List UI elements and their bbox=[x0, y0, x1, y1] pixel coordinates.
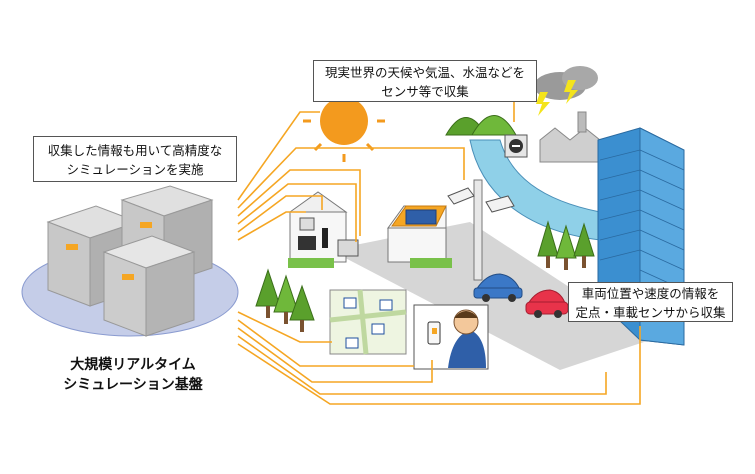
callout-vehicle-sensors: 車両位置や速度の情報を 定点・車載センサから収集 bbox=[568, 282, 733, 322]
platform-label-line: シミュレーション基盤 bbox=[63, 377, 203, 393]
connector-lines bbox=[237, 99, 641, 405]
server-cluster-icon bbox=[46, 185, 214, 337]
callout-line: 車両位置や速度の情報を bbox=[581, 286, 720, 301]
callout-environment-sensors: 現実世界の天候や気温、水温などを センサ等で収集 bbox=[313, 60, 537, 102]
tree-icon bbox=[537, 220, 595, 270]
house-icon bbox=[288, 191, 359, 268]
city-map-icon bbox=[329, 289, 407, 355]
cctv-camera-icon bbox=[447, 179, 515, 281]
callout-line: 定点・車載センサから収集 bbox=[575, 305, 726, 320]
callout-line: センサ等で収集 bbox=[381, 84, 469, 99]
solar-house-icon bbox=[387, 205, 452, 268]
blue-car-icon bbox=[473, 273, 523, 302]
platform-label-line: 大規模リアルタイム bbox=[70, 357, 196, 373]
callout-simulation: 収集した情報も用いて高精度な シミュレーションを実施 bbox=[33, 136, 237, 182]
storm-cloud-icon bbox=[534, 66, 598, 116]
factory-icon bbox=[539, 111, 601, 163]
person-smartphone-icon bbox=[413, 304, 489, 370]
callout-line: 収集した情報も用いて高精度な bbox=[47, 143, 223, 158]
river-sensor-icon bbox=[504, 134, 528, 158]
callout-line: シミュレーションを実施 bbox=[66, 162, 204, 177]
callout-line: 現実世界の天候や気温、水温などを bbox=[324, 65, 525, 80]
tree-icon bbox=[255, 268, 315, 332]
platform-label: 大規模リアルタイム シミュレーション基盤 bbox=[48, 355, 218, 395]
